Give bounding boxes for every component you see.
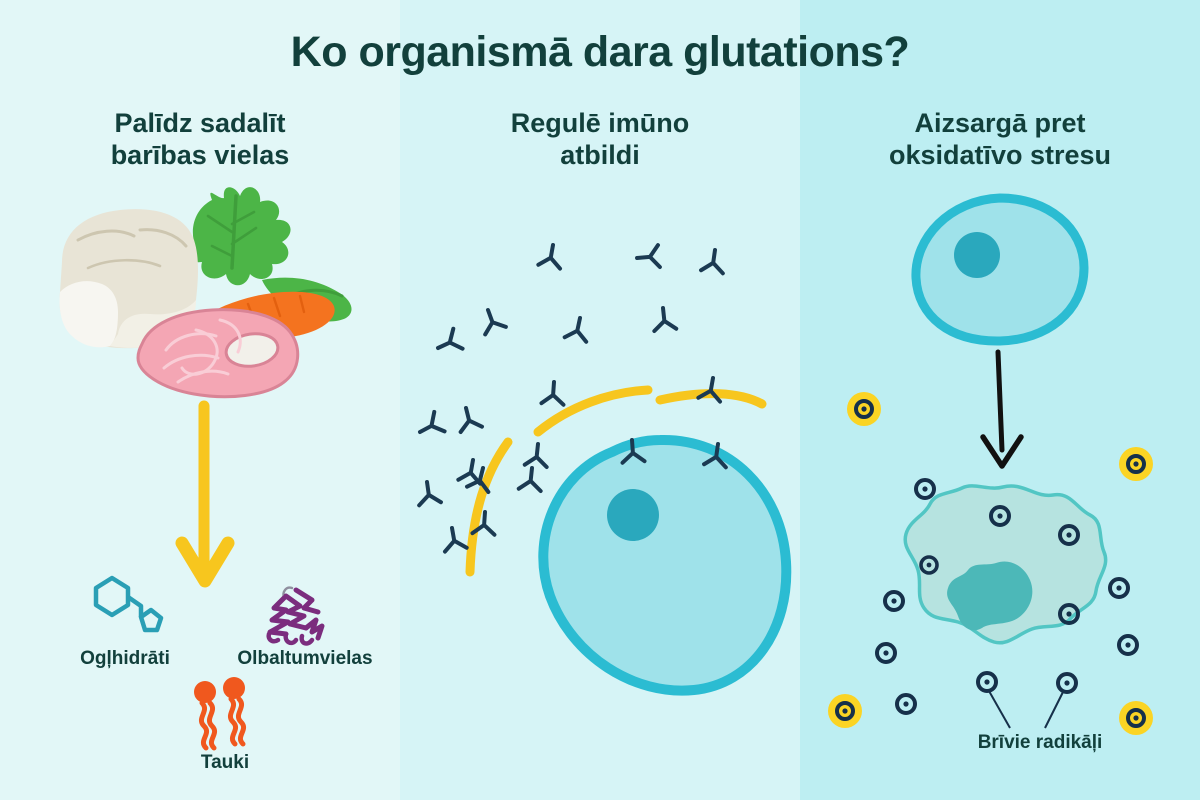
heading-line-2: oksidatīvo stresu — [888, 139, 1112, 170]
label-fats: Tauki — [200, 752, 250, 773]
antibodies-and-cell-illustration — [417, 243, 792, 696]
yellow-down-arrow — [175, 400, 235, 588]
page-title: Ko organismā dara glutations? — [290, 28, 910, 76]
free-radical — [895, 693, 917, 715]
free-radical — [989, 505, 1011, 527]
protein-chain-icon — [266, 586, 325, 646]
free-radical — [1117, 634, 1139, 656]
heading-line-2: atbildi — [560, 139, 640, 170]
shield-arc-3 — [465, 437, 513, 577]
free-radical-glow — [1119, 447, 1153, 481]
bread-block-icon — [59, 209, 198, 349]
shield-arcs — [465, 385, 767, 577]
heading-line-1: Aizsargā pret — [914, 108, 1086, 138]
free-radical — [1058, 524, 1080, 546]
immune-cell — [538, 434, 792, 696]
healthy-cell — [911, 193, 1089, 346]
damaged-cell-nucleus — [947, 561, 1033, 631]
shield-arc-1 — [533, 385, 653, 437]
salmon-steak-icon — [136, 308, 300, 399]
free-radical-icons — [828, 392, 1153, 735]
radical-leader-lines — [988, 690, 1064, 729]
free-radical-glow — [1119, 701, 1153, 735]
lipid-molecule-icon — [194, 677, 247, 751]
label-carbohydrates: Ogļhidrāti — [80, 648, 170, 669]
free-radical — [883, 590, 905, 612]
label-proteins: Olbaltumvielas — [237, 648, 373, 669]
heading-line-1: Regulē imūno — [510, 108, 690, 138]
free-radical-glow — [847, 392, 881, 426]
black-down-arrow — [980, 349, 1024, 469]
antibody-icons — [417, 243, 728, 554]
heading-line-2: barības vielas — [110, 139, 290, 170]
free-radical — [1056, 672, 1078, 694]
free-radical-glow — [828, 694, 862, 728]
healthy-cell-nucleus — [954, 232, 1000, 278]
label-free-radicals: Brīvie radikāļi — [977, 732, 1103, 753]
free-radical — [875, 642, 897, 664]
cell-nucleus — [607, 489, 659, 541]
column-heading-nutrients: Palīdz sadalīt barības vielas — [40, 108, 360, 172]
free-radical — [976, 671, 998, 693]
food-plate-illustration — [59, 187, 352, 399]
free-radical — [1058, 603, 1080, 625]
free-radical — [919, 555, 939, 575]
shield-arc-2 — [655, 389, 767, 409]
column-heading-oxidative: Aizsargā pret oksidatīvo stresu — [840, 108, 1160, 172]
column-heading-immune: Regulē imūno atbildi — [440, 108, 760, 172]
free-radical — [1108, 577, 1130, 599]
heading-line-1: Palīdz sadalīt — [114, 108, 286, 138]
damaged-cell — [903, 484, 1108, 645]
healthy-cell-to-damaged-cell-illustration — [828, 193, 1153, 735]
free-radical — [914, 478, 936, 500]
panel-background-nutrients — [0, 0, 400, 800]
hexagon-molecule-icon — [93, 575, 164, 633]
